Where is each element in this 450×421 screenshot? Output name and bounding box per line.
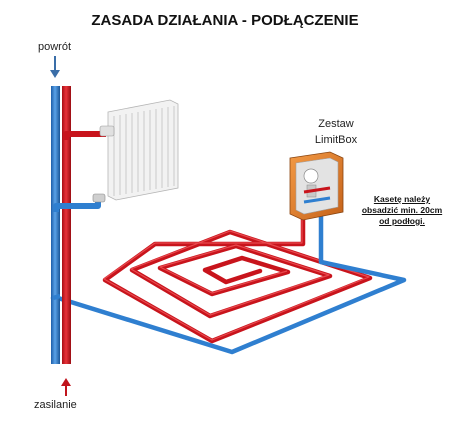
note-line2: obsadzić min. 20cm	[361, 205, 443, 215]
return-arrow-icon	[50, 56, 60, 78]
note-line3: od podłogi.	[379, 216, 425, 226]
thermostat-knob-icon	[303, 168, 319, 184]
limitbox-cabinet	[289, 151, 344, 221]
floor-loop-supply	[102, 187, 373, 344]
installation-note: Kasetę należy obsadzić min. 20cm od podł…	[352, 194, 450, 227]
limitbox-label-line2: LimitBox	[314, 134, 358, 146]
supply-arrow-icon	[61, 378, 71, 396]
return-label: powrót	[38, 41, 72, 53]
limitbox-label-line1: Zestaw	[318, 118, 354, 130]
note-line1: Kasetę należy	[373, 194, 431, 204]
diagram-title: ZASADA DZIAŁANIA - PODŁĄCZENIE	[91, 12, 359, 29]
radiator	[92, 99, 179, 203]
supply-label: zasilanie	[34, 399, 77, 411]
radiator-return-branch	[53, 200, 101, 212]
return-riser-pipe	[51, 86, 60, 364]
radiator-supply-branch	[63, 131, 106, 140]
supply-riser-pipe	[62, 86, 71, 364]
limitbox-label: Zestaw LimitBox	[296, 116, 376, 148]
